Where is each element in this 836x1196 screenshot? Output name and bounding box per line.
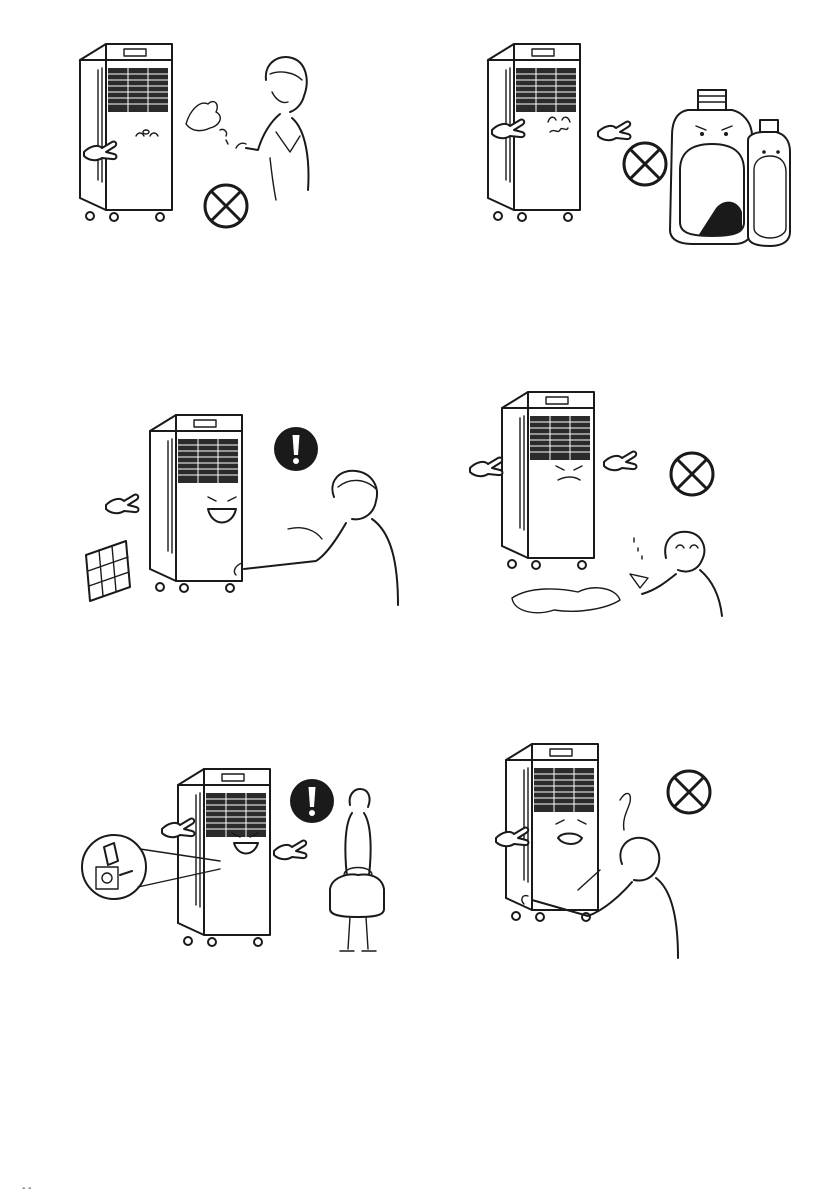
page-number: - - xyxy=(22,1183,31,1194)
panel-no-chemicals xyxy=(480,40,800,250)
waving-hand-illustration xyxy=(106,495,138,514)
prohibited-icon xyxy=(205,185,247,227)
panel-no-water-spill xyxy=(470,388,750,628)
air-conditioner-illustration xyxy=(80,44,172,221)
thumbs-hand-illustration xyxy=(274,841,306,860)
woman-with-bag-illustration xyxy=(330,789,384,951)
boy-illustration xyxy=(630,532,722,616)
panel-filter-cleaning xyxy=(76,405,416,620)
cleaner-bottle-small-illustration xyxy=(748,120,790,246)
pushing-hand-illustration xyxy=(598,122,630,141)
panel-no-poking xyxy=(492,740,752,962)
prohibited-icon xyxy=(671,453,713,495)
air-conditioner-illustration xyxy=(150,415,242,592)
air-filter-illustration xyxy=(86,541,130,601)
panel-unplug-before-moving xyxy=(78,765,398,965)
cleaner-bottle-large-illustration xyxy=(670,90,752,244)
panel-no-wet-hands xyxy=(70,40,370,230)
water-puddle-illustration xyxy=(512,588,620,613)
waving-hand-left-illustration xyxy=(470,458,502,477)
prohibited-icon xyxy=(668,771,710,813)
caution-icon xyxy=(274,427,318,471)
woman-illustration xyxy=(236,57,308,200)
man-illustration xyxy=(234,471,398,605)
air-conditioner-illustration xyxy=(178,769,270,946)
waving-hand-right-illustration xyxy=(604,452,636,471)
caution-icon xyxy=(290,779,334,823)
prohibited-icon xyxy=(624,143,666,185)
wet-hand-illustration xyxy=(186,102,228,144)
